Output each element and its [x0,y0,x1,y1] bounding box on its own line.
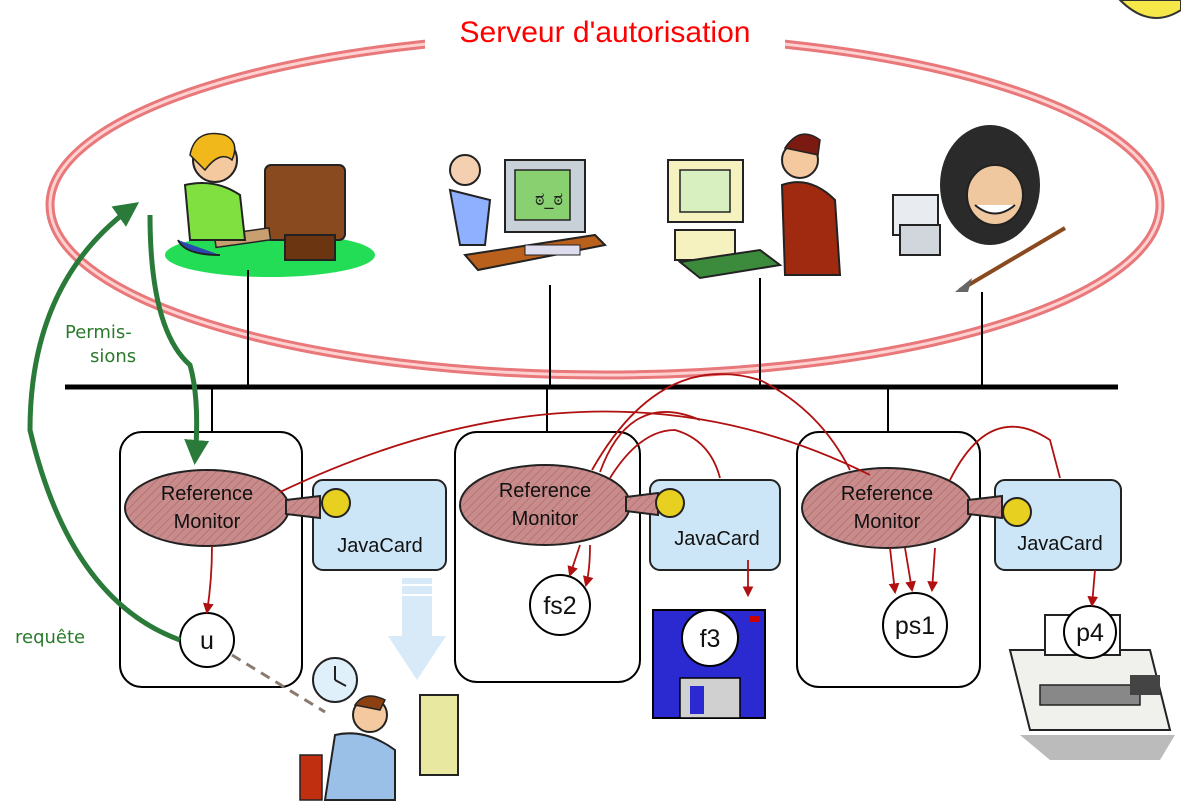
network-bus [65,270,1118,432]
user-link-dashed [231,653,326,714]
download-arrow-icon [388,578,446,680]
requete-label: requête [15,627,85,648]
monitor-label-line1: Reference [499,480,591,502]
resource-fs2: fs2 [529,574,591,636]
monitor-label-line2: Monitor [174,511,241,533]
corner-logo [1118,0,1181,19]
resource-u: u [179,612,235,668]
caveman-user-icon [892,125,1067,292]
key-icon [1002,497,1032,527]
reference-monitor-3: Reference Monitor [801,467,1032,549]
monitor-label-line2: Monitor [512,508,579,530]
authorization-server: Serveur d'autorisation [45,12,1165,380]
worried-user-icon [299,657,459,801]
resource-f3: f3 [700,625,721,653]
user-girl-icon [165,132,375,277]
monitor-label-line1: Reference [161,483,253,505]
stressed-user-icon: ಠ_ಠ [448,154,608,272]
green-arrows [27,202,210,643]
printer-icon: p4 [1008,605,1175,760]
permissions-label-line1: Permis- [65,322,132,343]
server-title: Serveur d'autorisation [460,16,751,49]
permissions-label-line2: sions [90,346,136,367]
javacard-label: JavaCard [1017,533,1103,555]
reference-monitor-1: Reference Monitor [124,469,351,547]
floppy-disk-icon: f3 [652,609,766,719]
monitor-label-line2: Monitor [854,511,921,533]
key-icon [655,488,685,518]
resource-ps1: ps1 [882,592,948,658]
resource-p4: p4 [1076,619,1104,647]
monitor-label-line1: Reference [841,483,933,505]
svg-text:u: u [200,627,214,655]
javacard-label: JavaCard [337,535,423,557]
office-user-icon [667,133,842,280]
svg-text:ಠ_ಠ: ಠ_ಠ [535,189,563,210]
red-arrows [202,373,1099,615]
key-icon [321,488,351,518]
svg-text:fs2: fs2 [543,592,576,620]
javacard-label: JavaCard [674,528,760,550]
reference-monitor-2: Reference Monitor [459,464,685,546]
svg-text:ps1: ps1 [895,612,935,640]
